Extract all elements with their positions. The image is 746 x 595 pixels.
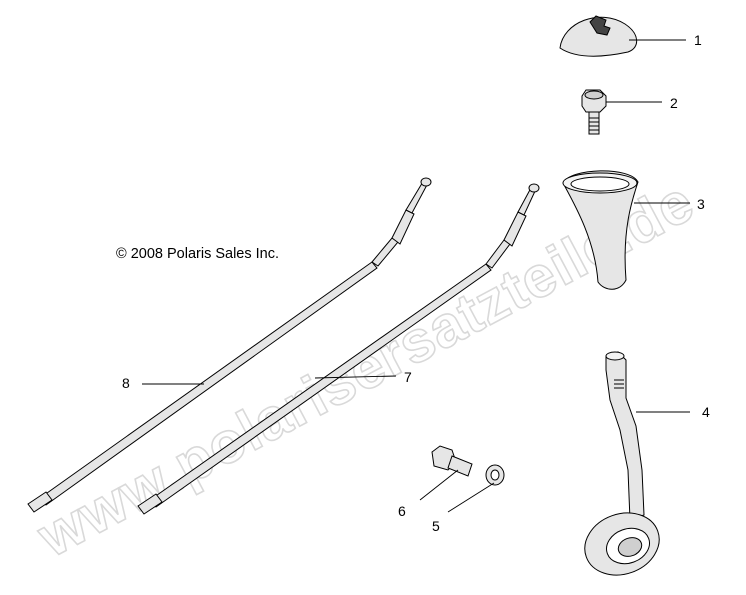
callout-5: 5 [432,518,440,534]
callout-3: 3 [697,196,705,212]
callout-1: 1 [694,32,702,48]
washer-part [485,464,505,486]
leader-lines [142,39,690,513]
bolt-part [581,89,607,135]
callout-8: 8 [122,375,130,391]
knob-part [559,15,638,57]
cable-right-part [137,183,540,515]
callout-7: 7 [404,369,412,385]
callout-4: 4 [702,404,710,420]
boot-part [562,170,639,290]
pivot-bolt-part [431,445,473,477]
callout-6: 6 [398,503,406,519]
callout-2: 2 [670,95,678,111]
cable-left-part [27,177,432,513]
shift-lever-part [584,351,660,576]
copyright-text: © 2008 Polaris Sales Inc. [116,246,280,262]
